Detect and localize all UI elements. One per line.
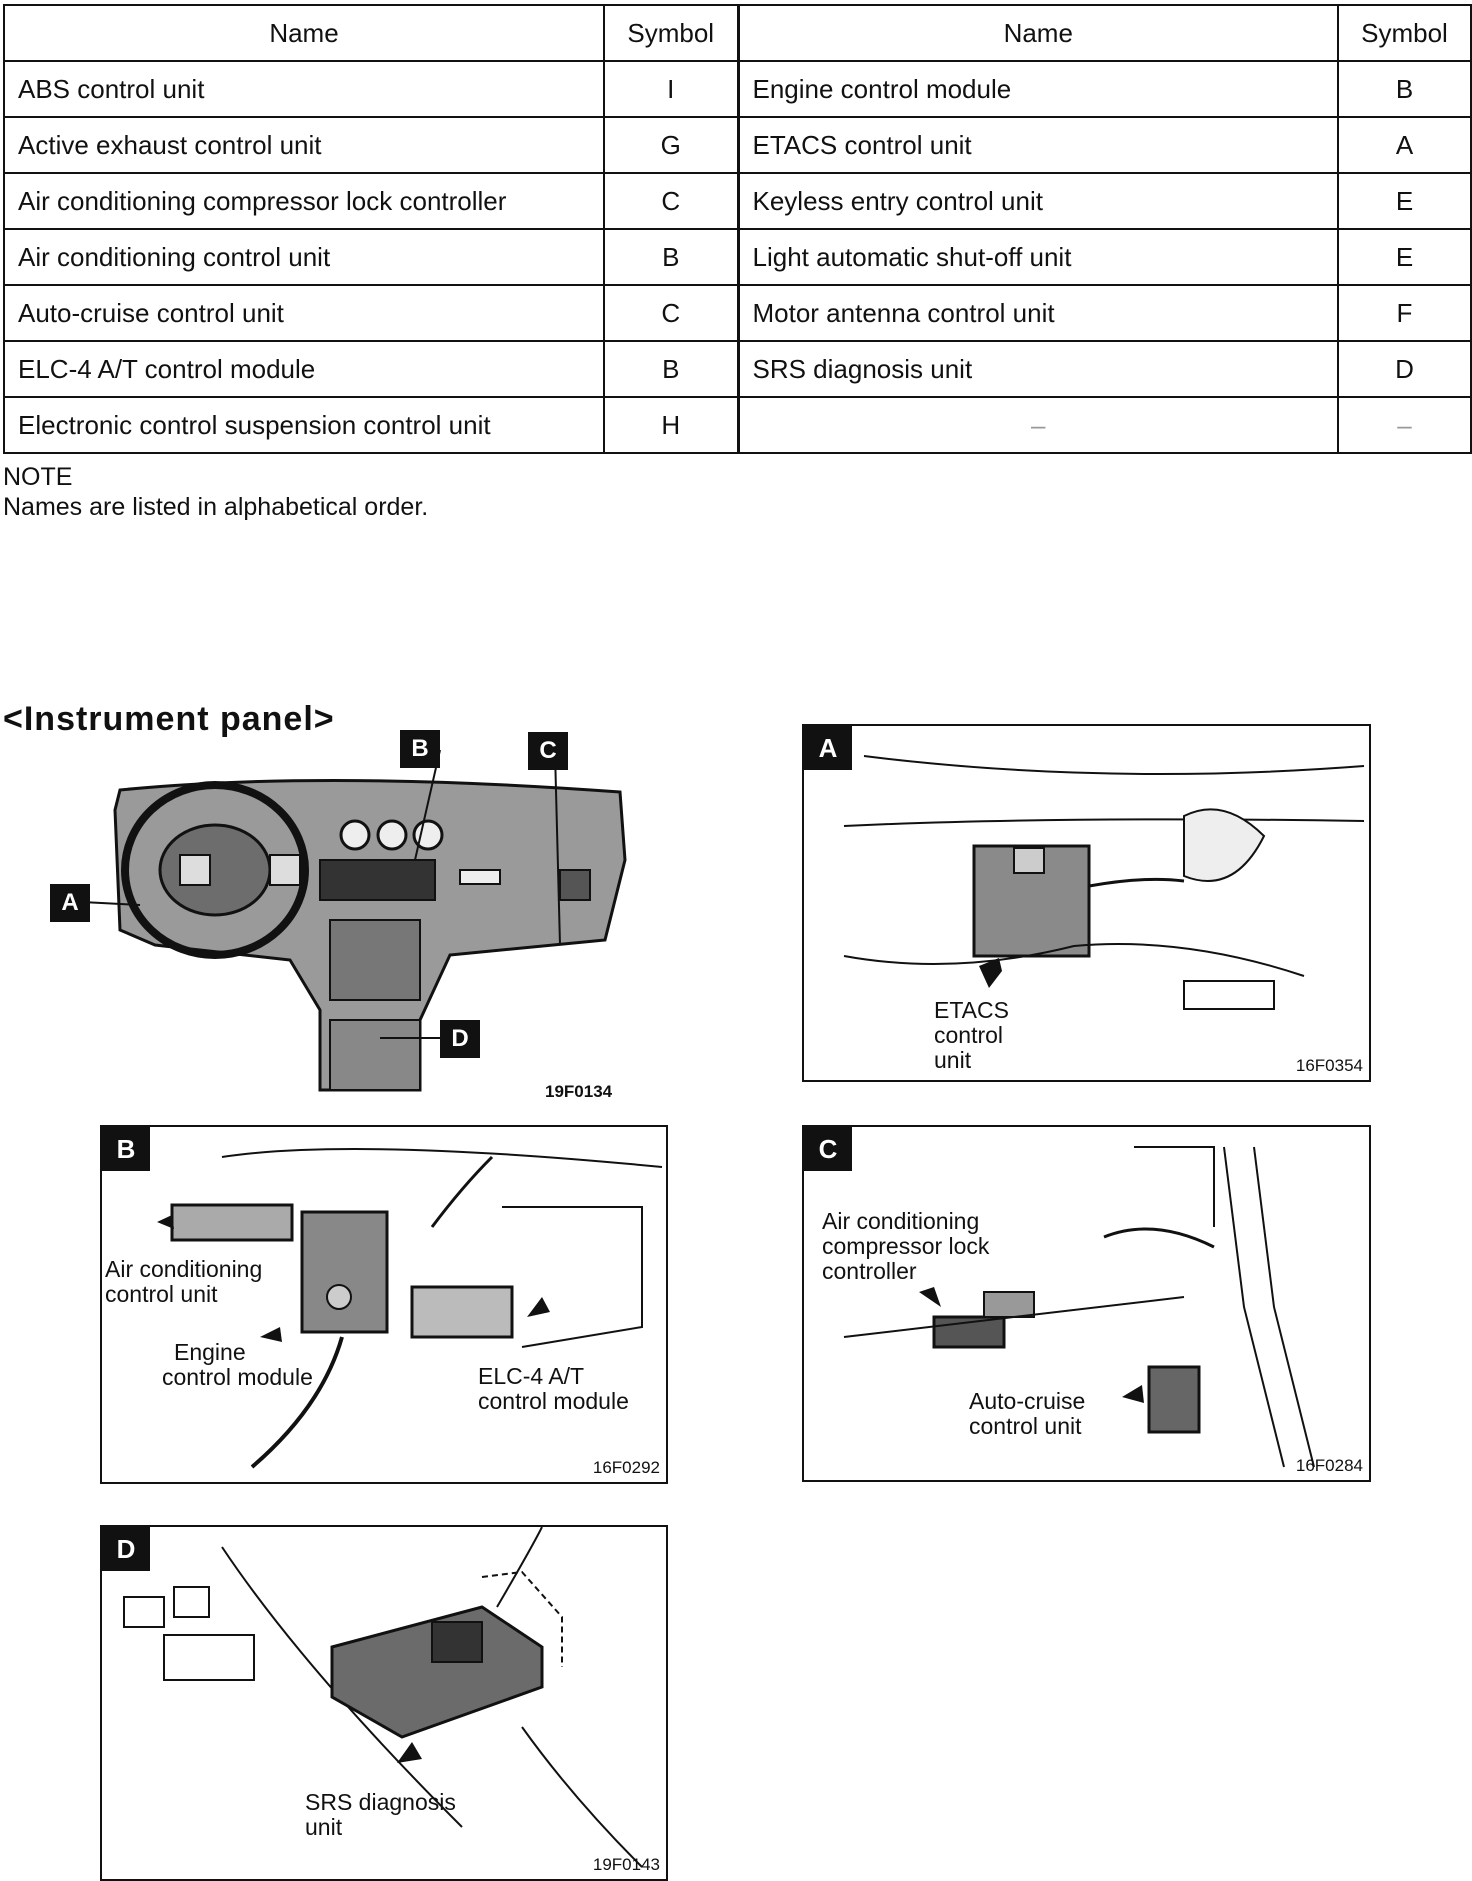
panel-b: B Air conditioning control unit Engine c… — [100, 1125, 668, 1484]
auto-cruise-line: control unit — [969, 1413, 1082, 1439]
part-name: ELC-4 A/T control module — [3, 340, 605, 398]
table-row: Electronic control suspension control un… — [3, 396, 1472, 454]
panel-d: D SRS diagnosis unit 19F0143 — [100, 1525, 668, 1881]
header-name-right: Name — [736, 4, 1339, 62]
ac-control-unit-label: Air conditioning control unit — [105, 1257, 262, 1307]
auto-cruise-line: Auto-cruise — [969, 1388, 1086, 1414]
note-title: NOTE — [3, 463, 73, 491]
header-symbol-left: Symbol — [603, 4, 739, 62]
part-symbol: B — [603, 340, 739, 398]
section-title: <Instrument panel> — [3, 700, 335, 738]
panel-d-illustration — [123, 1527, 643, 1868]
engine-control-module-label: Engine control module — [162, 1340, 313, 1390]
part-symbol: B — [603, 228, 739, 286]
dashboard-tag-d: D — [440, 1020, 480, 1058]
parts-table: Name Symbol Name Symbol ABS control unit… — [3, 4, 1472, 454]
elc-control-module-line: ELC-4 A/T — [478, 1363, 585, 1389]
etacs-label-line: ETACS — [934, 997, 1009, 1023]
compressor-lock-label: Air conditioning compressor lock control… — [822, 1209, 989, 1284]
etacs-label-line: unit — [934, 1047, 972, 1073]
dashboard-tag-a: A — [50, 884, 90, 922]
panel-d-code: 19F0143 — [592, 1855, 660, 1874]
part-symbol: C — [603, 284, 739, 342]
part-name: Electronic control suspension control un… — [3, 396, 605, 454]
part-symbol: E — [1337, 172, 1472, 230]
panel-a: A ETACS control unit 16F0354 — [802, 724, 1371, 1082]
ac-control-unit-line: control unit — [105, 1281, 218, 1307]
engine-control-module-line: control module — [162, 1364, 313, 1390]
part-symbol: H — [603, 396, 739, 454]
part-name: ABS control unit — [3, 60, 605, 118]
panel-c-code: 16F0284 — [1295, 1456, 1363, 1475]
part-symbol: F — [1337, 284, 1472, 342]
part-name: Air conditioning control unit — [3, 228, 605, 286]
part-symbol: C — [603, 172, 739, 230]
table-row: Air conditioning control unit B Light au… — [3, 228, 1472, 286]
table-row: Air conditioning compressor lock control… — [3, 172, 1472, 230]
panel-b-code: 16F0292 — [592, 1458, 660, 1477]
table-row: Auto-cruise control unit C Motor antenna… — [3, 284, 1472, 342]
panel-c-tag: C — [804, 1127, 852, 1171]
table-row: Active exhaust control unit G ETACS cont… — [3, 116, 1472, 174]
note-text: Names are listed in alphabetical order. — [3, 493, 429, 521]
part-symbol: E — [1337, 228, 1472, 286]
elc-control-module-line: control module — [478, 1388, 629, 1414]
compressor-lock-line: compressor lock — [822, 1233, 990, 1259]
dashboard-overview: A B C D 19F0134 — [20, 730, 640, 1110]
srs-diagnosis-line: unit — [305, 1814, 343, 1840]
etacs-label: ETACS control unit — [934, 998, 1009, 1073]
elc-control-module-label: ELC-4 A/T control module — [478, 1364, 629, 1414]
part-symbol: D — [1337, 340, 1472, 398]
ac-control-unit-line: Air conditioning — [105, 1256, 263, 1282]
etacs-label-line: control — [934, 1022, 1004, 1048]
compressor-lock-line: controller — [822, 1258, 917, 1284]
part-name: Motor antenna control unit — [736, 284, 1339, 342]
part-symbol: B — [1337, 60, 1472, 118]
table-row: ABS control unit I Engine control module… — [3, 60, 1472, 118]
part-name: Engine control module — [736, 60, 1339, 118]
dashboard-tag-b: B — [400, 730, 440, 768]
table-header-row: Name Symbol Name Symbol — [3, 4, 1472, 62]
header-symbol-right: Symbol — [1337, 4, 1472, 62]
part-name: Light automatic shut-off unit — [736, 228, 1339, 286]
part-symbol: I — [603, 60, 739, 118]
compressor-lock-line: Air conditioning — [822, 1208, 980, 1234]
note: NOTE Names are listed in alphabetical or… — [3, 462, 428, 522]
panel-a-code: 16F0354 — [1295, 1056, 1363, 1075]
panel-c: C Air conditioning compressor lock contr… — [802, 1125, 1371, 1482]
dashboard-illustration — [81, 749, 627, 1092]
part-name-empty: – — [736, 396, 1339, 454]
panel-a-tag: A — [804, 726, 852, 770]
part-symbol-empty: – — [1337, 396, 1472, 454]
part-name: ETACS control unit — [736, 116, 1339, 174]
panel-a-illustration — [843, 755, 1365, 1010]
panel-b-tag: B — [102, 1127, 150, 1171]
panel-b-illustration — [157, 1148, 663, 1469]
part-name: Keyless entry control unit — [736, 172, 1339, 230]
srs-diagnosis-label: SRS diagnosis unit — [305, 1790, 456, 1840]
srs-diagnosis-line: SRS diagnosis — [305, 1789, 456, 1815]
dashboard-code: 19F0134 — [545, 1082, 613, 1101]
part-symbol: G — [603, 116, 739, 174]
panel-c-illustration — [843, 1146, 1315, 1468]
dashboard-tag-c: C — [528, 732, 568, 770]
table-row: ELC-4 A/T control module B SRS diagnosis… — [3, 340, 1472, 398]
panel-d-tag: D — [102, 1527, 150, 1571]
part-name: Air conditioning compressor lock control… — [3, 172, 605, 230]
part-name: SRS diagnosis unit — [736, 340, 1339, 398]
engine-control-module-line: Engine — [174, 1339, 246, 1365]
part-name: Auto-cruise control unit — [3, 284, 605, 342]
part-name: Active exhaust control unit — [3, 116, 605, 174]
part-symbol: A — [1337, 116, 1472, 174]
header-name-left: Name — [3, 4, 605, 62]
auto-cruise-label: Auto-cruise control unit — [969, 1389, 1085, 1439]
